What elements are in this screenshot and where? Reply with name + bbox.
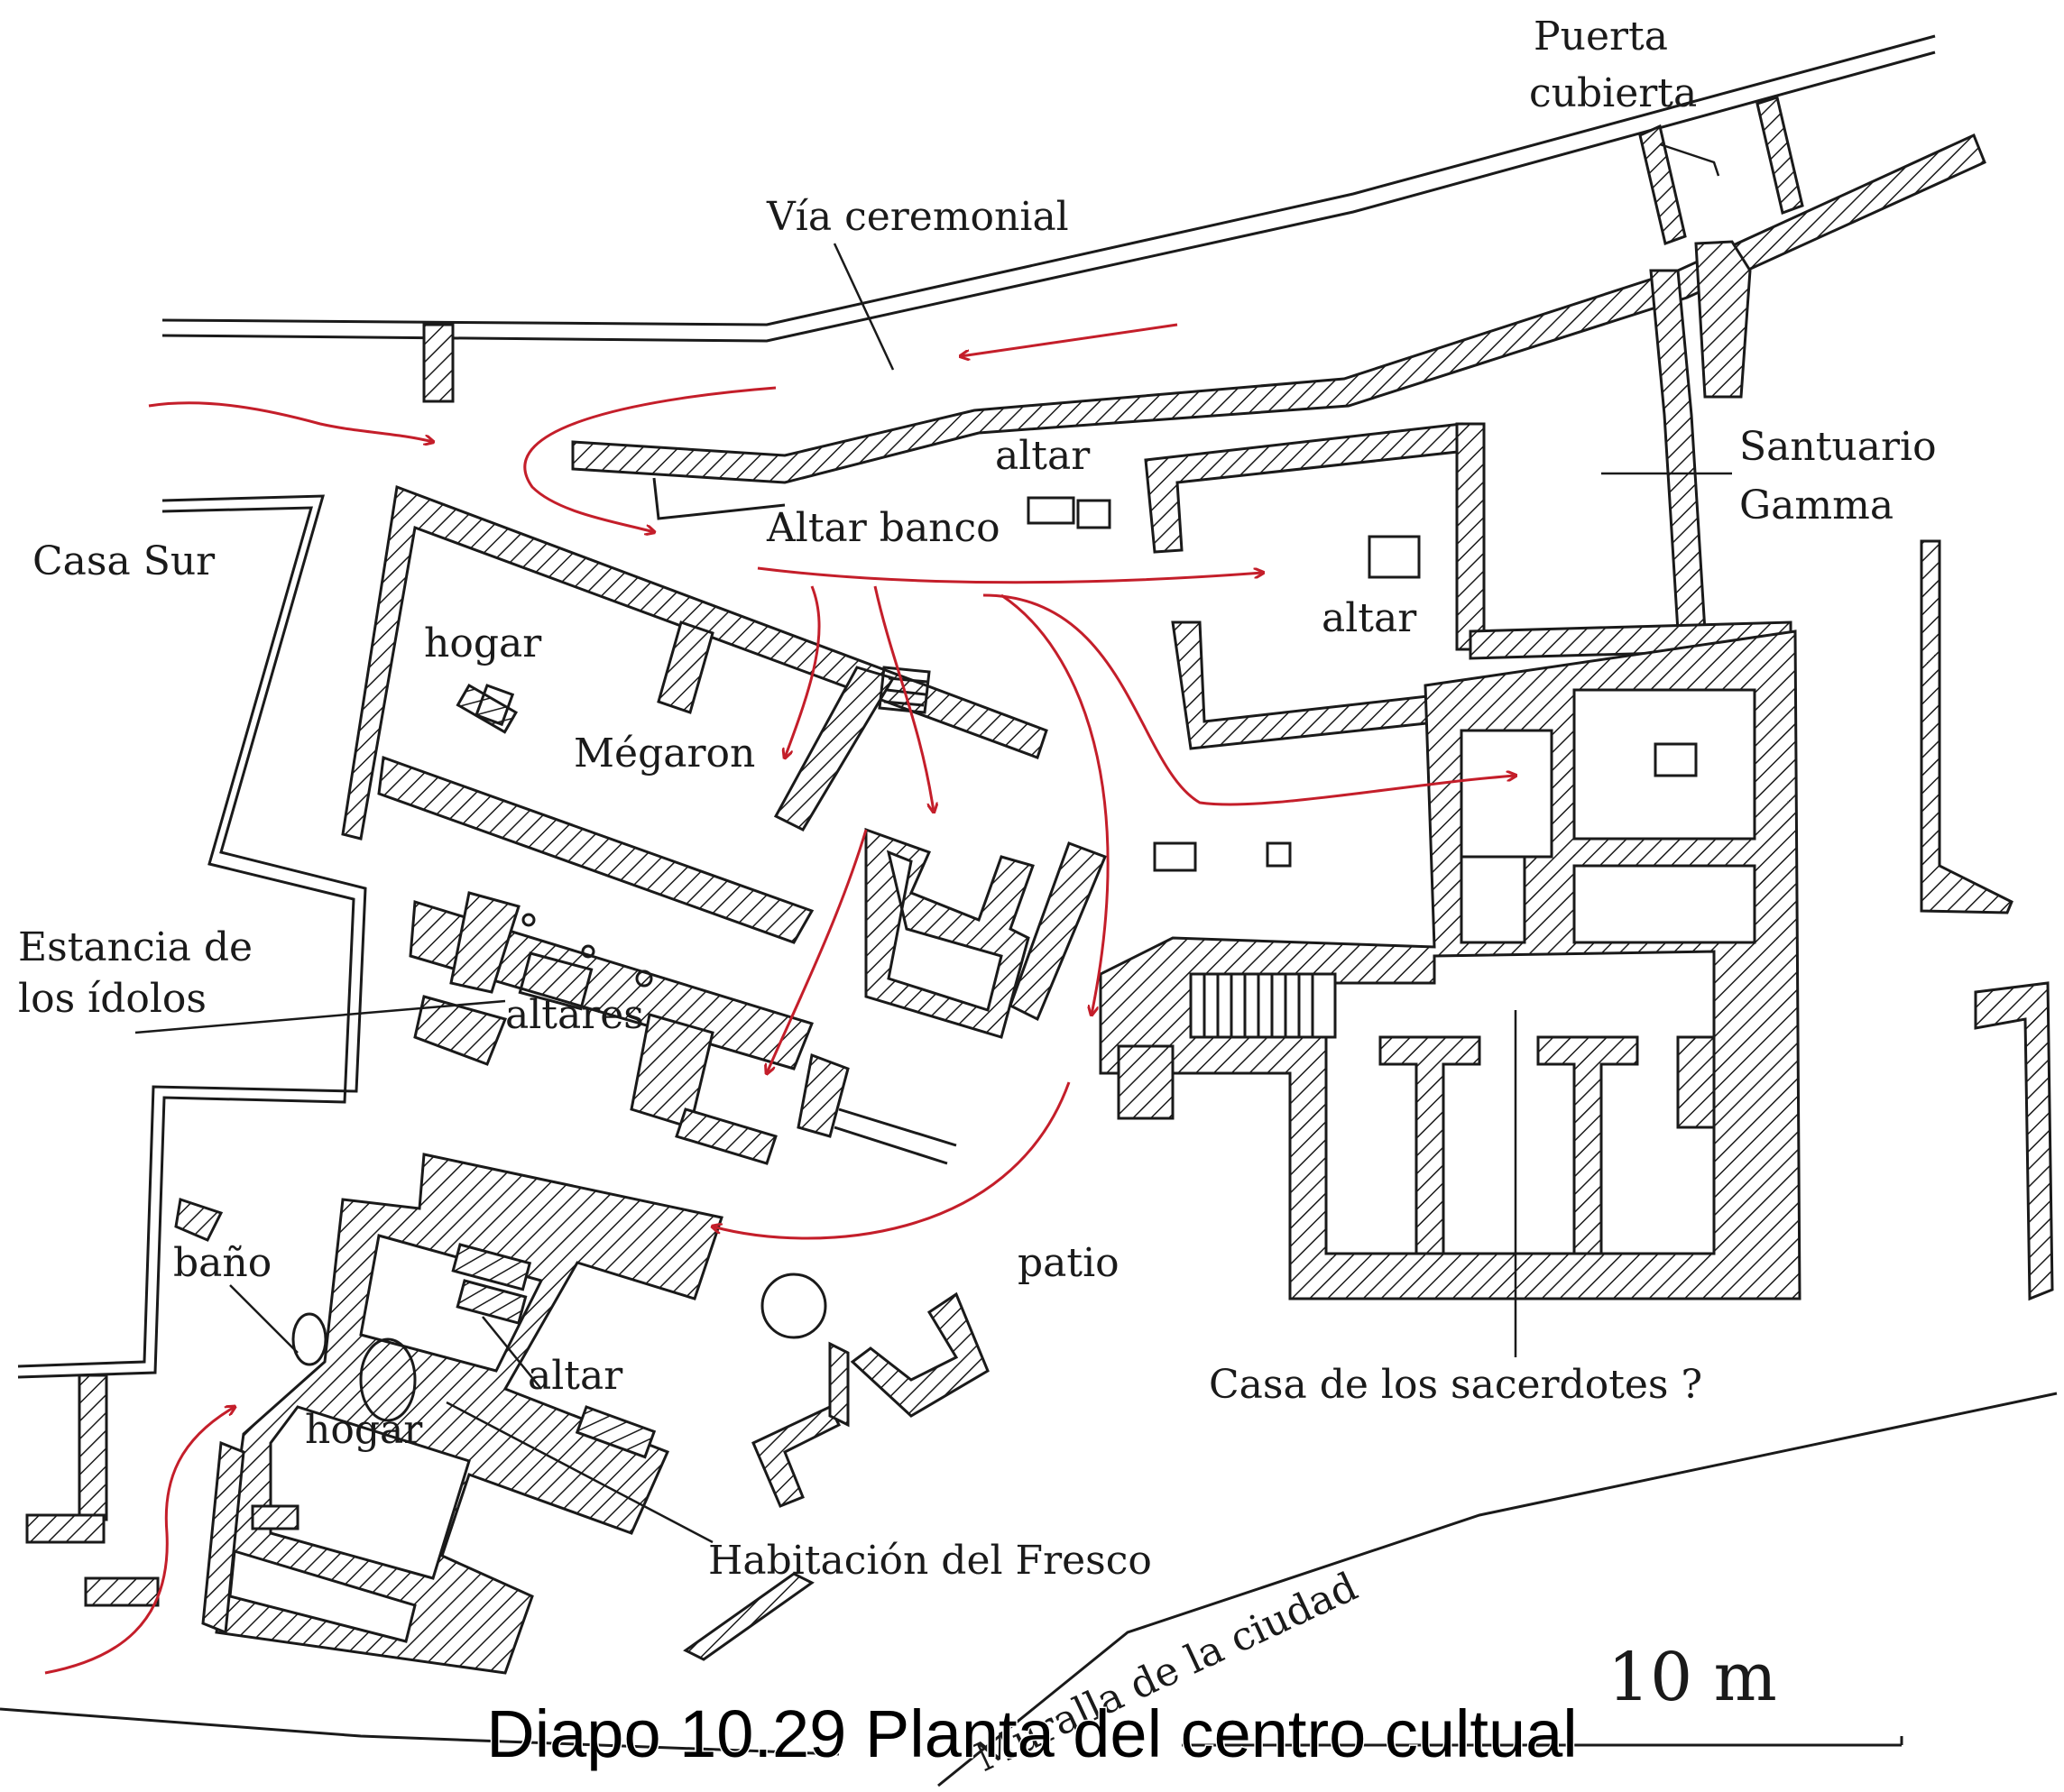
label-estancia: Estancia de <box>18 924 253 970</box>
city-wall <box>0 1392 2058 1787</box>
label-bano: baño <box>173 1240 272 1286</box>
stairs <box>1189 972 1337 1039</box>
label-patio: patio <box>1018 1240 1120 1286</box>
label-casa-sacerdotes: Casa de los sacerdotes ? <box>1209 1362 1702 1408</box>
label-habitacion-fresco: Habitación del Fresco <box>708 1538 1152 1584</box>
covered-gate <box>1638 96 1804 245</box>
label-hogar-top: hogar <box>424 620 542 666</box>
label-casa-sur: Casa Sur <box>32 538 216 584</box>
label-cubierta: cubierta <box>1529 70 1697 116</box>
central-rooms <box>630 827 1107 1165</box>
label-santuario: Santuario <box>1739 424 1937 470</box>
label-los-idolos: los ídolos <box>18 976 207 1022</box>
megaron-stairs <box>878 666 931 714</box>
megaron-block <box>341 484 1048 944</box>
slide-caption: Diapo 10.29 Planta del centro cultual <box>485 1696 1579 1773</box>
north-inner-wall <box>571 133 1986 520</box>
southwest-walls <box>25 1198 245 1635</box>
label-altar-banco: Altar banco <box>766 505 1000 551</box>
scale-label: 10 m <box>1608 1639 1777 1716</box>
santuario-gamma-block <box>1144 240 1792 750</box>
east-edge-walls <box>1920 539 2054 1301</box>
label-hogar-bottom: hogar <box>305 1407 423 1453</box>
idols-room-walls <box>409 891 814 1071</box>
label-altar-right: altar <box>1322 595 1417 641</box>
label-altar-top: altar <box>995 433 1091 479</box>
altar-items <box>1027 496 1292 872</box>
scale-bar <box>1182 1736 1903 1747</box>
label-megaron: Mégaron <box>574 731 755 777</box>
label-altar-bottom: altar <box>528 1353 623 1399</box>
bath-features <box>291 1312 417 1422</box>
patio-features <box>751 1273 990 1508</box>
label-puerta: Puerta <box>1534 14 1668 60</box>
label-altares: altares <box>505 992 644 1038</box>
leader-lines <box>134 142 1732 1544</box>
casa-sur-walls <box>17 494 367 1379</box>
label-via-ceremonial: Vía ceremonial <box>766 194 1069 240</box>
circulation-arrows <box>44 323 1516 1675</box>
priests-house-block <box>1099 629 1801 1300</box>
label-gamma: Gamma <box>1739 482 1894 528</box>
